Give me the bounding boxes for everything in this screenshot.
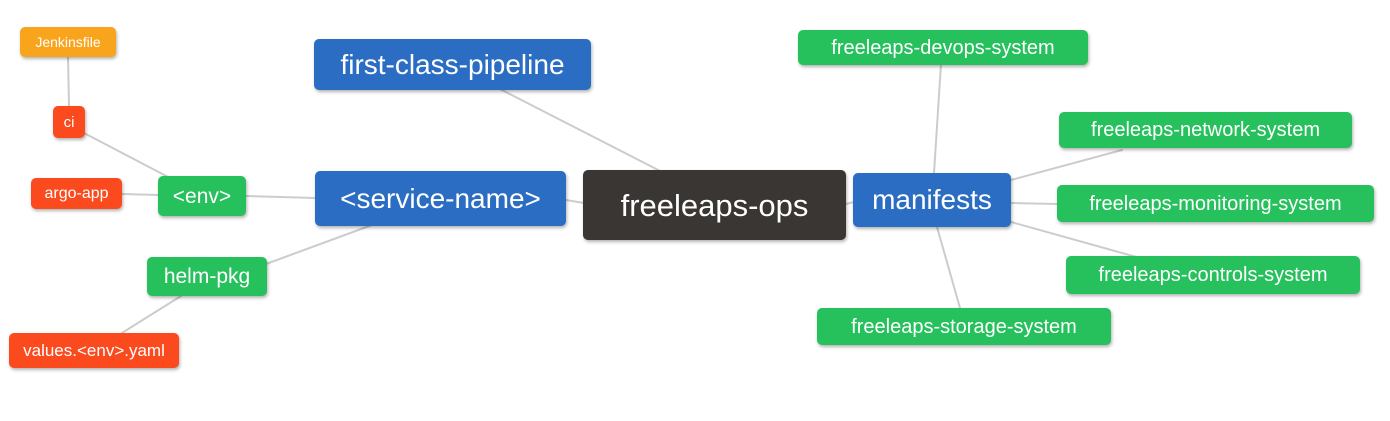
edge-env-service-name xyxy=(245,195,316,199)
edge-manifests-freeleaps-storage-system xyxy=(936,226,961,309)
edge-jenkinsfile-ci xyxy=(67,56,70,107)
edge-service-name-freeleaps-ops xyxy=(565,199,585,204)
node-argo-app[interactable]: argo-app xyxy=(31,178,122,209)
node-freeleaps-monitoring-system[interactable]: freeleaps-monitoring-system xyxy=(1057,185,1374,222)
node-ci[interactable]: ci xyxy=(53,106,85,138)
edge-manifests-freeleaps-monitoring-system xyxy=(1010,202,1058,205)
node-env[interactable]: <env> xyxy=(158,176,246,216)
node-freeleaps-ops[interactable]: freeleaps-ops xyxy=(583,170,846,240)
edge-first-class-pipeline-freeleaps-ops xyxy=(497,87,665,174)
node-first-class-pipeline[interactable]: first-class-pipeline xyxy=(314,39,591,90)
node-helm-pkg[interactable]: helm-pkg xyxy=(147,257,267,296)
edge-helm-pkg-values-env-yaml xyxy=(121,295,182,334)
edge-ci-env xyxy=(83,132,173,180)
node-values-env-yaml[interactable]: values.<env>.yaml xyxy=(9,333,179,368)
edge-manifests-freeleaps-network-system xyxy=(1010,149,1123,181)
node-freeleaps-storage-system[interactable]: freeleaps-storage-system xyxy=(817,308,1111,345)
edge-service-name-helm-pkg xyxy=(265,224,373,265)
node-service-name[interactable]: <service-name> xyxy=(315,171,566,226)
node-manifests[interactable]: manifests xyxy=(853,173,1011,227)
node-freeleaps-network-system[interactable]: freeleaps-network-system xyxy=(1059,112,1352,148)
node-freeleaps-devops-system[interactable]: freeleaps-devops-system xyxy=(798,30,1088,65)
edge-freeleaps-ops-manifests xyxy=(845,201,855,205)
edge-argo-app-env xyxy=(121,193,159,196)
node-freeleaps-controls-system[interactable]: freeleaps-controls-system xyxy=(1066,256,1360,294)
edge-manifests-freeleaps-controls-system xyxy=(1010,221,1141,259)
node-jenkinsfile[interactable]: Jenkinsfile xyxy=(20,27,116,57)
edge-manifests-freeleaps-devops-system xyxy=(933,63,942,174)
